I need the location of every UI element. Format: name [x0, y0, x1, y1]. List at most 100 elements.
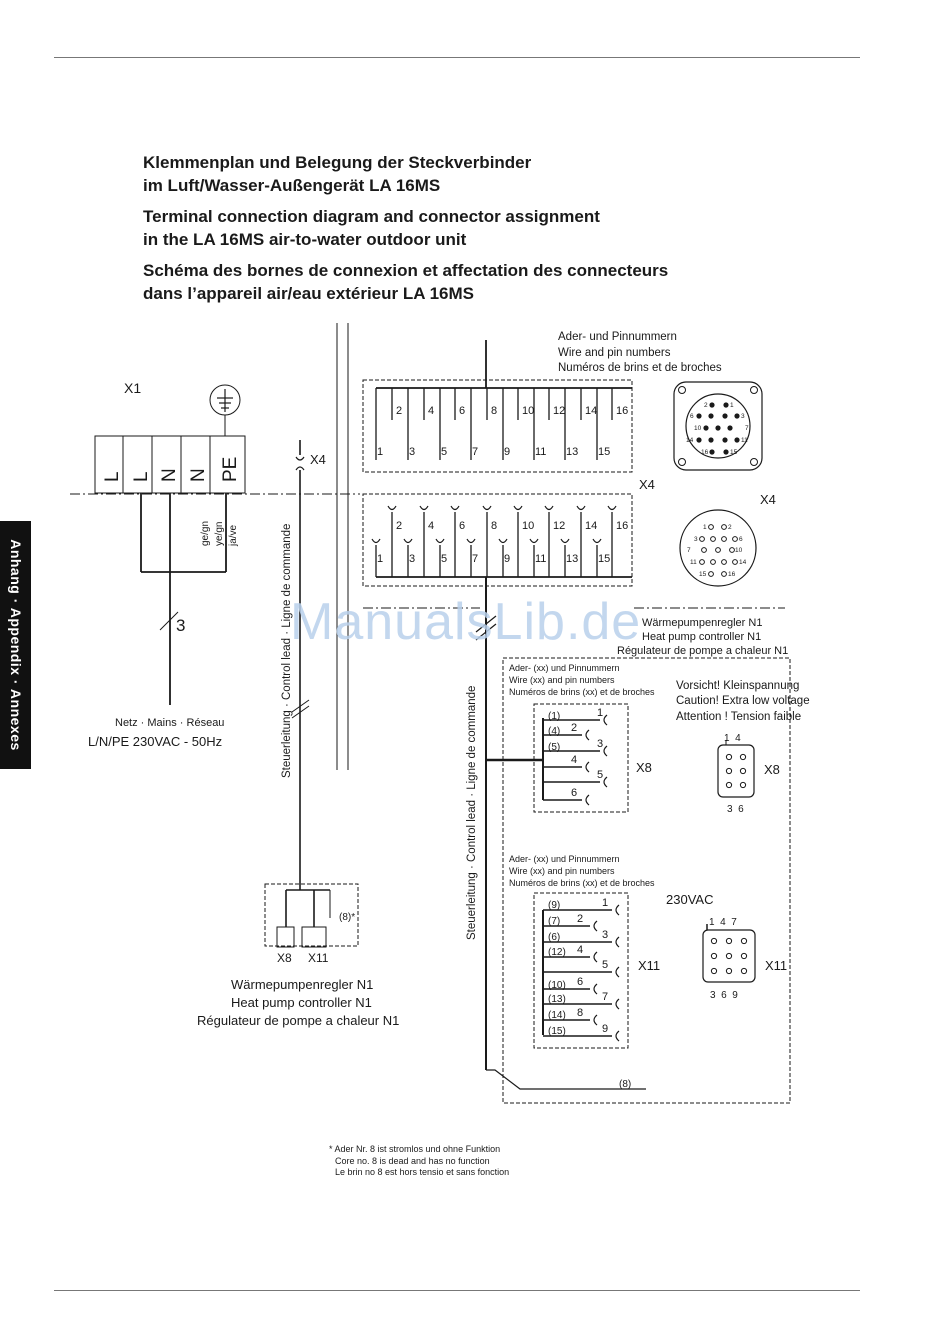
x8-box — [533, 703, 629, 813]
x11-box — [533, 892, 629, 1049]
x4-lower-pin-label: 5 — [441, 553, 447, 565]
x8-socket-top-pins: 1 4 — [724, 733, 741, 744]
control-lead-label-left: Steuerleitung · Control lead · Ligne de … — [281, 524, 293, 778]
caution-de: Vorsicht! Kleinspannung — [676, 680, 799, 692]
x4-rd-pin-10: 10 — [735, 547, 743, 554]
n1-right-name-de: Wärmepumpenregler N1 — [642, 617, 762, 629]
x4-lower-pin-label: 4 — [428, 520, 434, 532]
x11-socket-label: X11 — [765, 958, 787, 973]
x8-plug-cup — [585, 729, 590, 741]
x4-upper-pin-label: 4 — [428, 405, 434, 417]
x4-upper-pin-label: 7 — [472, 446, 478, 458]
x1-wire-color-2: ye/gn — [214, 522, 225, 546]
x4-lower-pin-label: 1 — [377, 553, 383, 565]
x11-wire-10: (10) — [548, 980, 566, 991]
x11-wire-7: (7) — [548, 916, 560, 927]
x4-upper-pin-label: 10 — [522, 405, 534, 417]
x8-wire-4: (4) — [548, 726, 560, 737]
x1-label: X1 — [124, 380, 141, 396]
x8-wire-1: (1) — [548, 711, 560, 722]
x11-voltage: 230VAC — [666, 892, 713, 907]
x4-socket-label: X4 — [760, 492, 776, 507]
x4-lower-socket-cup — [607, 505, 617, 511]
x4-lower-socket-cup — [513, 505, 523, 511]
footnote-en: Core no. 8 is dead and has no function — [335, 1156, 490, 1166]
x11-plug-cup — [615, 904, 620, 916]
x4-sq-pin-16: 16 — [701, 449, 709, 456]
x11-label: X11 — [638, 958, 660, 973]
x4-upper-pin-label: 13 — [566, 446, 578, 458]
x4-lower-pin-label: 11 — [535, 553, 546, 565]
x8-header-en: Wire (xx) and pin numbers — [509, 675, 615, 685]
footnote-fr: Le brin no 8 est hors tensio et sans fon… — [335, 1167, 509, 1177]
x1-terminal-block: L L N N PE — [94, 435, 246, 494]
x4-upper-pin-label: 8 — [491, 405, 497, 417]
x11-plug-cup — [593, 983, 598, 995]
n1-right-name-en: Heat pump controller N1 — [642, 631, 761, 643]
x4-lower-pin-label: 15 — [598, 553, 610, 565]
x4-upper-pin-label: 16 — [616, 405, 628, 417]
x1-terminal-n1: N — [159, 468, 180, 482]
appendix-side-tab: Anhang · Appendix · Annexes — [0, 521, 31, 769]
x4-sq-pin-7: 7 — [745, 425, 749, 432]
x11-wire-15: (15) — [548, 1026, 566, 1037]
x11-wire-14: (14) — [548, 1010, 566, 1021]
x4-lower-pin-label: 16 — [616, 520, 628, 532]
x4-upper-pin-label: 2 — [396, 405, 402, 417]
x11-wire-12: (12) — [548, 947, 566, 958]
n1-x8-label: X8 — [277, 951, 292, 965]
x4-sq-pin-10: 10 — [694, 425, 702, 432]
x4-sq-pin-1: 1 — [730, 402, 734, 409]
x8-header-fr: Numéros de brins (xx) et de broches — [509, 687, 655, 697]
x4-socket-round-icon: 1 2 3 6 7 10 11 14 15 16 — [679, 509, 757, 587]
x11-pin-label: 5 — [602, 959, 608, 971]
x4-lower-socket-cup — [387, 505, 397, 511]
x11-plug-cup — [615, 998, 620, 1010]
x4-upper-pin-label: 9 — [504, 446, 510, 458]
x4-lower-pin-label: 14 — [585, 520, 597, 532]
x4-lower-socket-cup — [482, 505, 492, 511]
x8-socket-bottom-pins: 3 6 — [727, 804, 744, 815]
x4-sq-pin-6: 6 — [690, 413, 694, 420]
x8-header-de: Ader- (xx) und Pinnummern — [509, 663, 620, 673]
x8-wire-5: (5) — [548, 742, 560, 753]
x4-lower-socket-cup — [466, 538, 476, 544]
x11-pin-label: 4 — [577, 944, 583, 956]
x4-lower-pin-label: 6 — [459, 520, 465, 532]
n1-name-fr: Régulateur de pompe a chaleur N1 — [197, 1013, 399, 1028]
x11-plug-cup — [593, 920, 598, 932]
x4-rd-pin-1: 1 — [703, 524, 707, 531]
caution-en: Caution! Extra low voltage — [676, 695, 810, 707]
x8-plug-cup — [603, 776, 608, 788]
x4-rd-pin-6: 6 — [739, 536, 743, 543]
n1-x11-label: X11 — [308, 951, 329, 965]
footnote-de: * Ader Nr. 8 ist stromlos und ohne Funkt… — [329, 1144, 500, 1154]
x4-lower-socket-cup — [544, 505, 554, 511]
x11-plug-cup — [593, 951, 598, 963]
x4-sq-pin-15: 15 — [730, 449, 738, 456]
wire-pin-header-fr: Numéros de brins et de broches — [558, 362, 722, 374]
x4-lower-pin-label: 2 — [396, 520, 402, 532]
n1-right-name-fr: Régulateur de pompe a chaleur N1 — [617, 645, 788, 657]
x4-upper-pin-label: 14 — [585, 405, 597, 417]
x4-sq-pin-2: 2 — [704, 402, 708, 409]
x4-lower-pin-label: 13 — [566, 553, 578, 565]
x11-tail-wire: (8) — [619, 1079, 631, 1090]
x4-upper-label: X4 — [639, 477, 655, 492]
x11-socket-bottom-pins: 3 6 9 — [710, 990, 738, 1001]
x11-pin-label: 1 — [602, 897, 608, 909]
x8-plug-cup — [585, 761, 590, 773]
x11-pin-label: 2 — [577, 913, 583, 925]
x8-pin-label: 2 — [571, 722, 577, 734]
x4-upper-pin-label: 1 — [377, 446, 383, 458]
x8-socket-icon — [717, 740, 755, 798]
x4-lower-socket-cup — [529, 538, 539, 544]
n1-name-de: Wärmepumpenregler N1 — [231, 977, 373, 992]
x1-wire-color-1: ge/gn — [200, 521, 211, 546]
x4-sq-pin-11: 11 — [741, 437, 748, 444]
x11-plug-cup — [615, 966, 620, 978]
